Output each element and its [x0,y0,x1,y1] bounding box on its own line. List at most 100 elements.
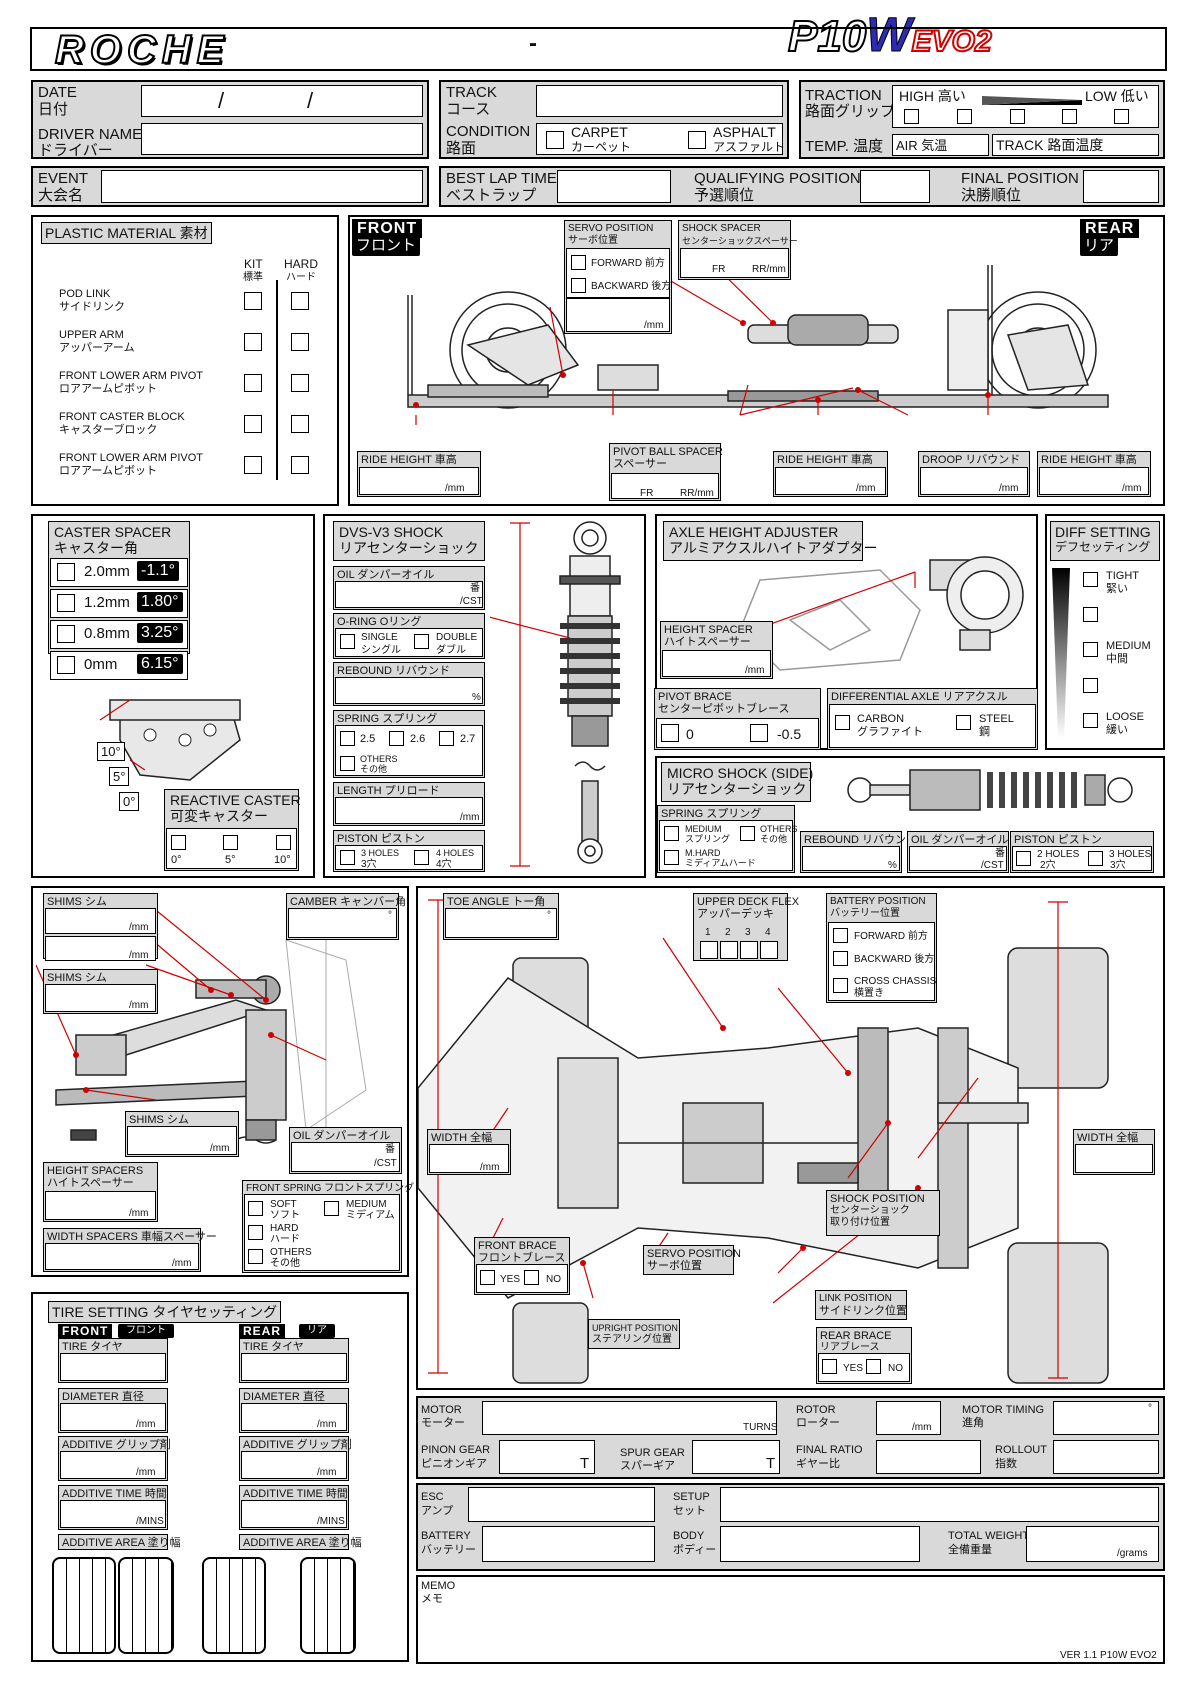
caster-checkbox[interactable] [57,594,75,612]
ride-height-2-field[interactable] [775,467,886,495]
dvs-spring-27-checkbox[interactable] [439,731,454,746]
tire-area-diagram[interactable] [52,1557,116,1654]
pivot-brace-05-checkbox[interactable] [750,724,768,742]
traction-checkbox-5[interactable] [1114,109,1129,124]
shock-spacer-field[interactable] [680,248,789,278]
tire-front-tire-field[interactable] [60,1353,166,1381]
date-field[interactable] [141,85,423,117]
dvs-spring-others-checkbox[interactable] [340,756,355,771]
camber-field[interactable] [288,908,397,938]
spring-others-checkbox[interactable] [248,1249,263,1264]
final-field[interactable] [1083,170,1159,203]
steel-checkbox[interactable] [956,715,971,730]
tire-front-time-field[interactable] [60,1500,166,1528]
front-shims-1b-field[interactable] [45,936,156,961]
motor-field[interactable] [482,1401,777,1435]
micro-rebound-field[interactable] [802,846,900,871]
esc-field[interactable] [468,1487,655,1522]
micro-piston-3-checkbox[interactable] [1088,851,1103,866]
upper-deck-checkbox[interactable] [760,941,778,959]
diff-checkbox-5[interactable] [1083,713,1098,728]
plastic-kit-checkbox[interactable] [244,415,262,433]
spring-soft-checkbox[interactable] [248,1201,263,1216]
plastic-kit-checkbox[interactable] [244,292,262,310]
spring-medium-checkbox[interactable] [324,1201,339,1216]
weight-field[interactable] [1026,1526,1159,1562]
dvs-spring-26-checkbox[interactable] [389,731,404,746]
tire-front-dia-field[interactable] [60,1403,166,1431]
traction-checkbox-4[interactable] [1062,109,1077,124]
plastic-hard-checkbox[interactable] [291,292,309,310]
plastic-hard-checkbox[interactable] [291,374,309,392]
carpet-checkbox[interactable] [546,131,564,149]
caster-checkbox[interactable] [57,625,75,643]
dvs-length-field[interactable] [335,797,483,824]
front-oil-field[interactable] [291,1142,400,1172]
traction-checkbox-3[interactable] [1010,109,1025,124]
air-temp-field[interactable] [892,134,989,156]
tire-area-diagram[interactable] [300,1557,356,1654]
pinion-field[interactable] [499,1440,595,1474]
micro-piston-2-checkbox[interactable] [1016,851,1031,866]
caster-checkbox[interactable] [57,563,75,581]
setup-field[interactable] [720,1487,1159,1522]
ratio-field[interactable] [876,1440,981,1474]
spring-hard-checkbox[interactable] [248,1225,263,1240]
traction-checkbox-1[interactable] [904,109,919,124]
timing-field[interactable] [1053,1401,1159,1435]
tire-area-diagram[interactable] [118,1557,174,1654]
height-spacer-field[interactable] [662,650,771,677]
dvs-single-checkbox[interactable] [340,634,355,649]
diff-checkbox-3[interactable] [1083,642,1098,657]
reactive-5-checkbox[interactable] [223,835,238,850]
rotor-field[interactable] [876,1401,941,1435]
body-field[interactable] [720,1526,920,1562]
upper-deck-checkbox[interactable] [740,941,758,959]
plastic-kit-checkbox[interactable] [244,374,262,392]
front-shims-2-field[interactable] [45,984,156,1012]
traction-checkbox-2[interactable] [957,109,972,124]
width-front-field[interactable] [429,1144,509,1173]
reactive-10-checkbox[interactable] [276,835,291,850]
dvs-rebound-field[interactable] [335,677,483,704]
track-temp-field[interactable] [992,134,1159,156]
rear-brace-yes-checkbox[interactable] [822,1359,837,1374]
qualifying-field[interactable] [860,170,930,203]
upper-deck-checkbox[interactable] [700,941,718,959]
plastic-kit-checkbox[interactable] [244,333,262,351]
event-field[interactable] [101,170,423,203]
battery-forward-checkbox[interactable] [833,928,848,943]
height-spacers-field[interactable] [45,1191,156,1220]
tire-rear-dia-field[interactable] [241,1403,347,1431]
front-shims-1a-field[interactable] [45,908,156,934]
tire-rear-tire-field[interactable] [241,1353,347,1381]
dvs-spring-25-checkbox[interactable] [340,731,355,746]
width-rear-field[interactable] [1075,1144,1153,1173]
battery-cross-checkbox[interactable] [833,978,848,993]
micro-oil-field[interactable] [909,846,1007,871]
servo-position-field[interactable] [566,298,670,332]
diff-checkbox-1[interactable] [1083,572,1098,587]
front-brace-yes-checkbox[interactable] [480,1270,495,1285]
ride-height-3-field[interactable] [1039,467,1149,495]
tire-area-diagram[interactable] [202,1557,266,1654]
upper-deck-checkbox[interactable] [720,941,738,959]
tire-front-add-field[interactable] [60,1451,166,1479]
track-field[interactable] [536,85,783,117]
micro-others-checkbox[interactable] [740,826,755,841]
toe-field[interactable] [445,908,557,938]
diff-checkbox-2[interactable] [1083,607,1098,622]
pivot-brace-0-checkbox[interactable] [661,724,679,742]
micro-medium-checkbox[interactable] [664,826,679,841]
plastic-hard-checkbox[interactable] [291,415,309,433]
dvs-oil-field[interactable] [335,581,483,608]
dvs-double-checkbox[interactable] [414,634,429,649]
front-shims-3-field[interactable] [127,1126,237,1155]
bestlap-field[interactable] [557,170,671,203]
tire-rear-time-field[interactable] [241,1500,347,1528]
plastic-kit-checkbox[interactable] [244,456,262,474]
rollout-field[interactable] [1053,1440,1159,1474]
battery-field[interactable] [482,1526,655,1562]
carbon-checkbox[interactable] [835,715,850,730]
width-spacers-field[interactable] [45,1243,199,1270]
